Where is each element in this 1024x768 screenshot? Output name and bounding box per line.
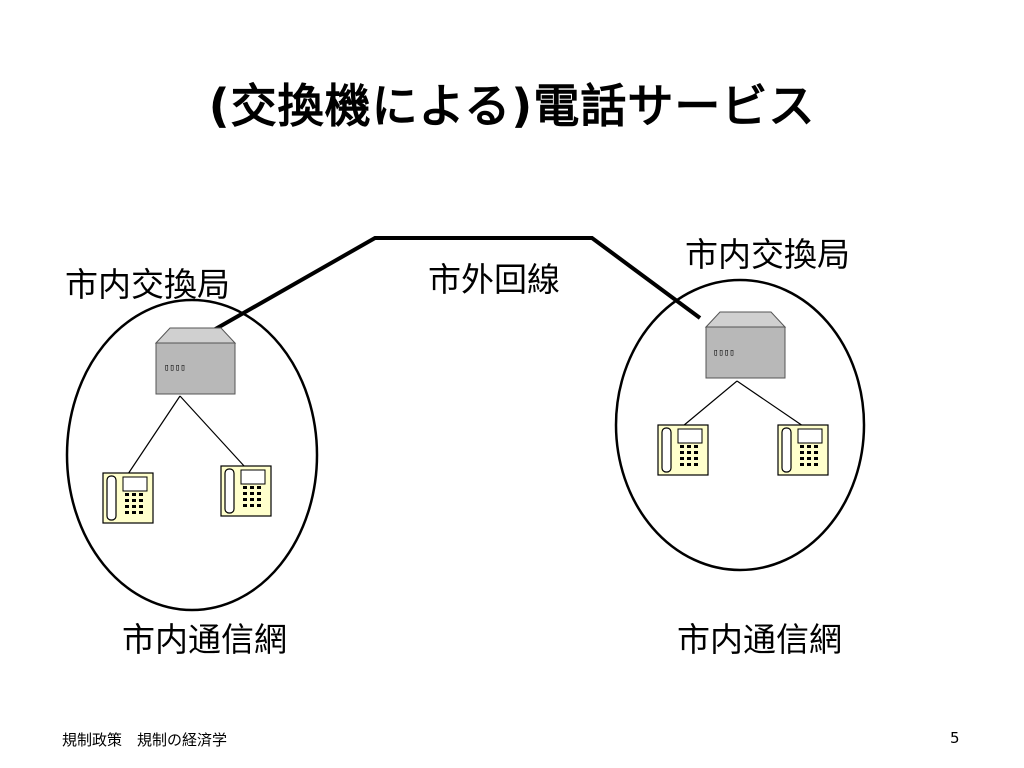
right-connector-2 [736,380,804,427]
telephone-icon [102,472,154,524]
right-switch-panel: ▯▯▯▯ [713,348,735,358]
right-switch-icon: ▯▯▯▯ [704,311,787,379]
trunk-line [204,236,702,337]
trunk-line-label: 市外回線 [428,260,560,299]
right-connector-1 [682,380,738,427]
right-exchange-label: 市内交換局 [685,235,850,274]
left-network-label: 市内通信網 [122,620,287,659]
left-switch-panel: ▯▯▯▯ [164,363,186,373]
left-connector-1 [127,395,181,475]
page-number: 5 [950,729,960,747]
slide-title: (交換機による)電話サービス [208,79,816,133]
footer-course: 規制政策 規制の経済学 [62,731,228,749]
right-local-network-circle [614,278,866,572]
right-network-label: 市内通信網 [677,620,842,659]
telephone-icon [777,424,829,476]
telephone-icon [657,424,709,476]
telephone-icon [220,465,272,517]
left-local-network-circle [65,298,319,612]
left-connector-2 [179,395,246,468]
left-switch-icon: ▯▯▯▯ [154,327,237,395]
left-exchange-label: 市内交換局 [65,265,230,304]
